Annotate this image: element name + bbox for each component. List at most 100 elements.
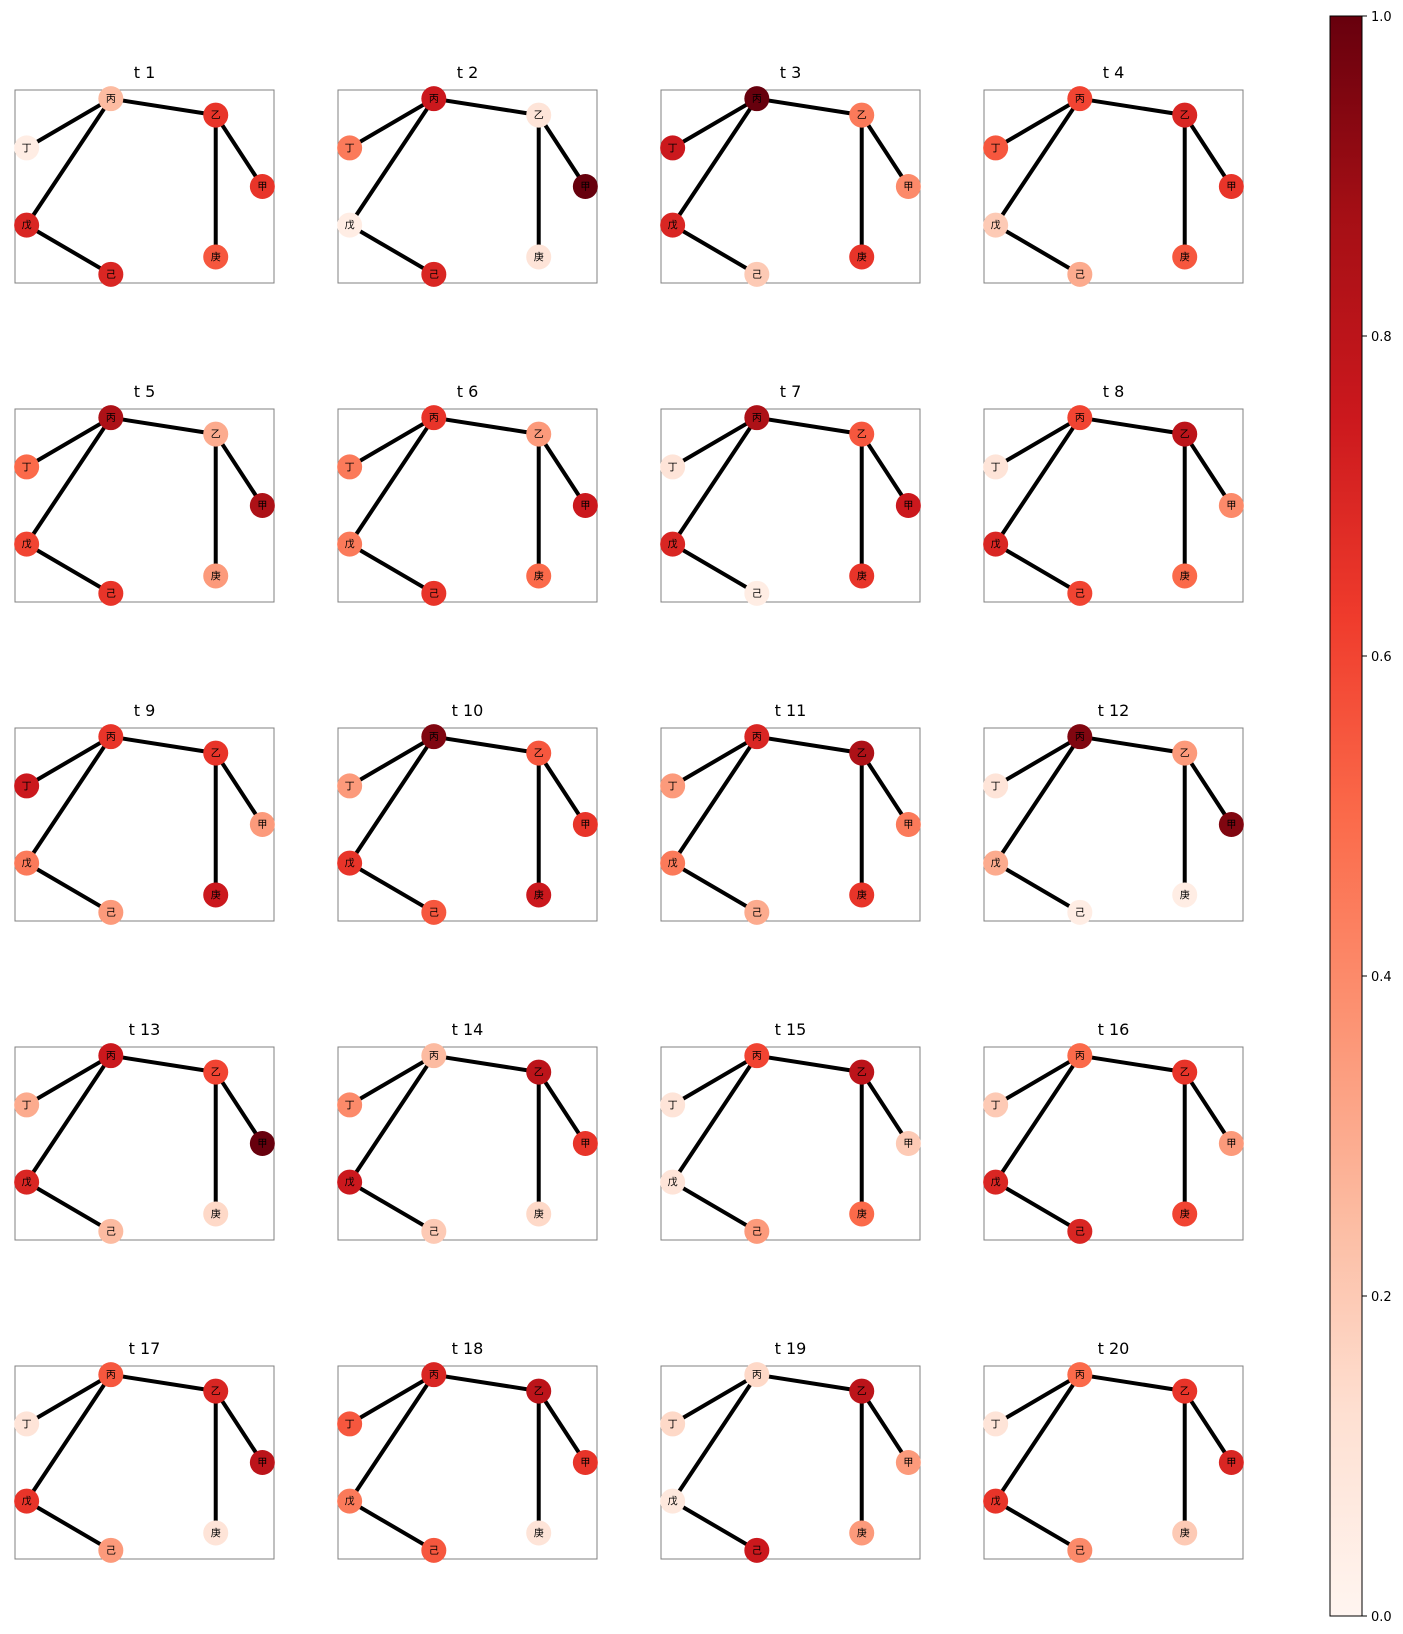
edge-丙-戊 [670,416,759,546]
edge-丙-丁 [671,415,758,469]
node-丁 [983,454,1009,480]
node-丁 [660,454,686,480]
node-戊 [983,1488,1009,1514]
edge-丙-乙 [756,96,863,118]
edge-乙-甲 [537,1070,588,1145]
colorbar-gradient [1329,15,1363,1617]
node-己 [98,1218,124,1244]
node-庚 [1172,882,1198,908]
node-label: 丁 [668,143,678,154]
node-label: 甲 [1226,1139,1236,1150]
node-丙 [421,405,447,431]
node-甲 [249,812,275,837]
node-己 [421,899,447,925]
node-label: 甲 [580,182,590,193]
edge-丙-戊 [24,416,113,546]
node-甲 [895,493,921,518]
node-戊 [660,531,686,557]
node-label: 庚 [857,250,867,263]
edge-乙-甲 [1183,751,1234,826]
node-己 [98,580,124,606]
node-label: 乙 [1180,1386,1190,1398]
node-丁 [983,1092,1009,1118]
edge-丙-乙 [756,734,863,756]
node-甲 [572,493,598,518]
colorbar-tick-label: 0.0 [1371,1610,1392,1625]
edge-戊-己 [671,1499,758,1553]
edge-丙-丁 [25,1053,112,1107]
node-甲 [895,174,921,199]
node-label: 己 [1075,589,1085,600]
node-label: 丁 [668,462,678,473]
node-label: 丙 [752,1051,762,1062]
node-label: 戊 [22,539,32,551]
edge-丙-丁 [348,1372,435,1426]
edge-丙-乙 [110,734,217,756]
edge-丙-丁 [671,1053,758,1107]
edge-乙-甲 [860,432,911,507]
node-戊 [983,531,1009,557]
edge-丙-丁 [25,96,112,150]
node-label: 乙 [857,429,867,441]
node-label: 庚 [534,250,544,263]
node-丁 [337,1092,363,1118]
node-label: 己 [106,589,116,600]
node-丙 [98,1362,124,1388]
edge-乙-甲 [860,1070,911,1145]
node-label: 丁 [22,781,32,792]
edge-丙-乙 [1079,734,1186,756]
node-庚 [849,1201,875,1227]
node-戊 [14,1169,40,1195]
node-甲 [1218,1131,1244,1156]
edge-戊-己 [671,542,758,596]
node-label: 丁 [991,462,1001,473]
node-丙 [1067,724,1093,750]
edge-丙-丁 [348,734,435,788]
edge-丙-戊 [347,97,436,227]
node-label: 乙 [857,1386,867,1398]
node-label: 甲 [257,820,267,831]
colorbar-tick-label: 1.0 [1371,10,1392,25]
node-戊 [14,531,40,557]
node-label: 丙 [752,94,762,105]
node-己 [1067,1537,1093,1563]
node-乙 [203,740,229,766]
edge-丙-乙 [433,1053,540,1075]
node-label: 庚 [1180,1526,1190,1539]
colorbar-tick-label: 0.6 [1371,650,1392,665]
node-乙 [849,1378,875,1404]
node-label: 丁 [991,143,1001,154]
node-丁 [660,135,686,161]
edge-丙-戊 [24,1373,113,1503]
node-乙 [849,740,875,766]
node-label: 甲 [903,1139,913,1150]
node-label: 甲 [1226,820,1236,831]
node-label: 丙 [106,1051,116,1062]
node-庚 [1172,1201,1198,1227]
node-丁 [660,1411,686,1437]
node-label: 丙 [1075,732,1085,743]
node-己 [421,261,447,287]
node-甲 [572,1131,598,1156]
node-label: 庚 [534,1207,544,1220]
edge-丙-丁 [348,415,435,469]
node-label: 丙 [429,1370,439,1381]
node-label: 乙 [211,110,221,122]
node-丙 [744,405,770,431]
node-label: 丁 [345,462,355,473]
node-丁 [337,773,363,799]
node-label: 己 [752,908,762,919]
node-label: 己 [106,1227,116,1238]
panel-title: t 14 [452,1020,484,1039]
edge-丙-乙 [110,415,217,437]
node-丙 [421,86,447,112]
edge-乙-甲 [1183,1389,1234,1464]
node-丙 [98,86,124,112]
node-丁 [14,454,40,480]
node-label: 丙 [429,413,439,424]
